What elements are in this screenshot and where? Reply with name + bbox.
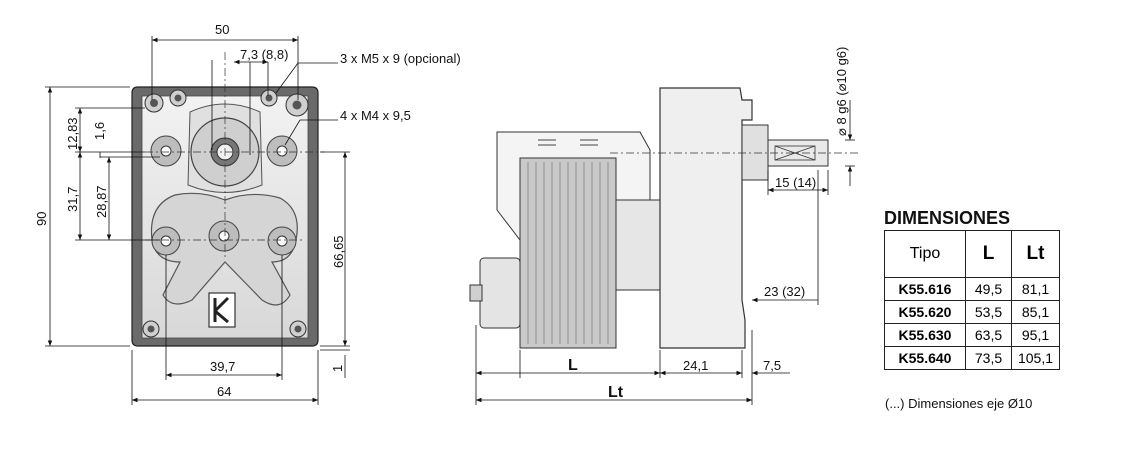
cell-tipo: K55.616	[884, 277, 966, 301]
dim-shaft: ⌀ 8 g6 (⌀10 g6)	[834, 47, 849, 136]
dimensions-table: Tipo L Lt K55.616 49,5 81,1 K55.620 53,5…	[884, 230, 1060, 370]
cell-l: 63,5	[965, 323, 1012, 347]
shaft-flat-cross	[774, 145, 816, 161]
cell-tipo: K55.640	[884, 346, 966, 370]
rear-boss	[479, 257, 521, 329]
front-dimensions	[45, 36, 350, 405]
screw-top-right	[285, 93, 309, 117]
dim-1-6: 1,6	[92, 122, 107, 140]
table-row: K55.630 63,5 95,1	[884, 323, 1060, 347]
gearbox-body	[659, 87, 753, 349]
cell-tipo: K55.620	[884, 300, 966, 324]
cell-lt: 105,1	[1011, 346, 1060, 370]
dim-39-7: 39,7	[210, 359, 235, 374]
dim-23: 23 (32)	[764, 284, 805, 299]
k-logo	[208, 292, 236, 328]
cell-lt: 81,1	[1011, 277, 1060, 301]
dim-1: 1	[330, 365, 345, 372]
footnote: (...) Dimensiones eje Ø10	[885, 396, 1033, 411]
coil-housing	[615, 199, 667, 291]
screw-top-mid-right	[260, 89, 278, 107]
dim-Lt: Lt	[608, 384, 624, 401]
cell-tipo: K55.630	[884, 323, 966, 347]
dim-66-65: 66,65	[331, 235, 346, 268]
cell-l: 49,5	[965, 277, 1012, 301]
header-l: L	[965, 230, 1012, 278]
dim-height-total: 90	[34, 212, 49, 226]
header-tipo: Tipo	[884, 230, 966, 278]
terminals	[538, 139, 598, 146]
dim-12-83: 12,83	[65, 117, 80, 150]
screw-bottom-right	[289, 320, 307, 338]
mount-hole-right	[267, 226, 297, 256]
side-dimensions	[475, 100, 855, 405]
screw-bottom-left	[142, 320, 160, 338]
dim-15: 15 (14)	[775, 175, 816, 190]
dim-28-87: 28,87	[94, 185, 109, 218]
boss-left	[150, 135, 182, 167]
dim-holes-m4: 4 x M4 x 9,5	[340, 108, 411, 123]
rear-shaft	[469, 284, 483, 302]
dim-24-1: 24,1	[683, 358, 708, 373]
front-view	[131, 52, 325, 347]
dim-L: L	[568, 357, 578, 374]
table-header-row: Tipo L Lt	[884, 230, 1060, 278]
cell-lt: 85,1	[1011, 300, 1060, 324]
cell-lt: 95,1	[1011, 323, 1060, 347]
dim-holes-m5: 3 x M5 x 9 (opcional)	[340, 51, 461, 66]
table-row: K55.616 49,5 81,1	[884, 277, 1060, 301]
dim-width-top: 50	[215, 22, 229, 37]
table-title: DIMENSIONES	[884, 208, 1011, 228]
table-row: K55.640 73,5 105,1	[884, 346, 1060, 370]
gearbox-cap	[741, 124, 769, 181]
boss-right	[266, 135, 298, 167]
mount-hole-left	[151, 226, 181, 256]
dim-7-5: 7,5	[763, 358, 781, 373]
table-row: K55.620 53,5 85,1	[884, 300, 1060, 324]
center-lines	[145, 52, 325, 260]
screw-top-left	[144, 93, 164, 113]
cell-l: 73,5	[965, 346, 1012, 370]
cell-l: 53,5	[965, 300, 1012, 324]
stator-laminations	[527, 162, 609, 344]
dim-offset: 7,3 (8,8)	[240, 47, 288, 62]
header-lt: Lt	[1011, 230, 1060, 278]
dim-64: 64	[217, 384, 231, 399]
screw-top-mid-left	[169, 89, 187, 107]
mount-hole-center	[208, 220, 240, 252]
side-view	[469, 87, 860, 349]
dim-31-7: 31,7	[65, 187, 80, 212]
